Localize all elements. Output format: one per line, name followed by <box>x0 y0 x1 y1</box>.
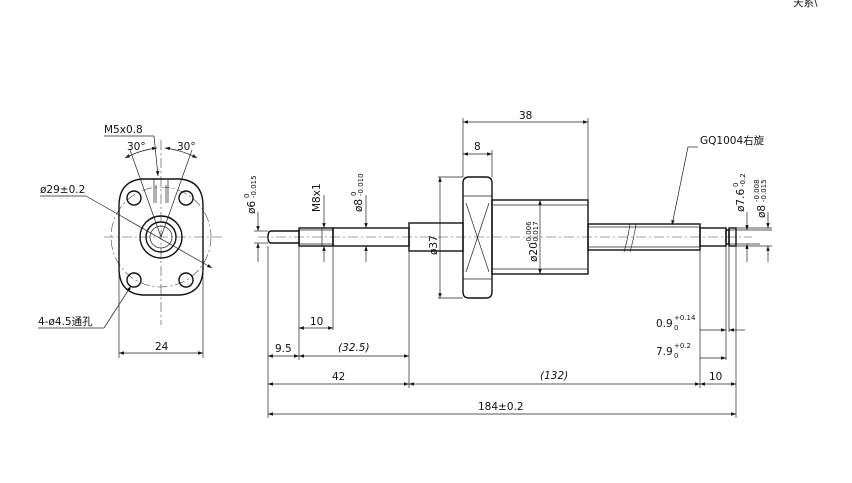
d20-label: ø20 <box>528 242 540 262</box>
dim-9-5-label: 9.5 <box>275 343 292 355</box>
overall-length-label: 184±0.2 <box>478 401 524 413</box>
d6-tol-lower: -0.015 <box>250 175 258 198</box>
dim-38-label: 38 <box>519 110 532 122</box>
groove-width-label: 0.9 <box>656 318 673 330</box>
d76-tol-upper: 0 <box>732 183 740 187</box>
groove-pos-label: 7.9 <box>656 346 673 358</box>
d20-tol-upper: -0.006 <box>525 221 533 244</box>
dim-42-label: 42 <box>332 371 345 383</box>
d6-label: ø6 <box>246 201 258 214</box>
width-label: 24 <box>155 341 169 353</box>
groove-width-tol-upper: +0.14 <box>674 314 696 322</box>
dim-10-label: 10 <box>310 316 323 328</box>
mounting-hole <box>126 272 142 288</box>
d8r-tol-upper: -0.008 <box>753 179 761 202</box>
dim-10-right-label: 10 <box>709 371 722 383</box>
holes-label: 4-ø4.5通孔 <box>38 315 93 328</box>
dim-8-label: 8 <box>474 141 481 153</box>
thread-label: M5x0.8 <box>104 124 143 136</box>
m8-label: M8x1 <box>311 183 323 212</box>
flange-end-view: 30° 30° M5x0.8 ø29±0.2 4-ø4.5通孔 24 <box>38 124 222 358</box>
ball-screw-side-view: ø6 0 -0.015 M8x1 ø8 0 -0.010 ø37 ø20 -0.… <box>243 110 772 418</box>
d6-tol-upper: 0 <box>243 194 251 198</box>
mounting-hole <box>178 190 194 206</box>
corner-text: 天系\ <box>793 0 818 9</box>
d20-tol-lower: -0.017 <box>532 221 540 244</box>
dim-32-5-label: (32.5) <box>338 342 370 354</box>
d8r-tol-lower: -0.015 <box>760 179 768 202</box>
angle-right-label: 30° <box>177 141 196 153</box>
d8r-label: ø8 <box>756 205 768 218</box>
dim-132-label: (132) <box>540 370 568 382</box>
angle-left-label: 30° <box>127 141 146 153</box>
d8-label: ø8 <box>353 199 365 212</box>
d76-tol-lower: -0.2 <box>739 173 747 187</box>
flange-outline <box>118 178 204 296</box>
d37-label: ø37 <box>428 235 440 255</box>
pcd-label: ø29±0.2 <box>40 184 85 196</box>
pcd-circle <box>110 186 212 288</box>
mounting-hole <box>178 272 194 288</box>
d8-tol-lower: -0.010 <box>357 173 365 196</box>
lead-label: GQ1004右旋 <box>700 134 765 147</box>
groove-pos-tol-upper: +0.2 <box>674 342 691 350</box>
nut-flange <box>462 176 493 299</box>
d76-label: ø7.6 <box>735 189 747 212</box>
groove-pos-tol-lower: 0 <box>674 352 678 360</box>
d8-tol-upper: 0 <box>350 192 358 196</box>
mounting-hole <box>126 190 142 206</box>
groove-width-tol-lower: 0 <box>674 324 678 332</box>
